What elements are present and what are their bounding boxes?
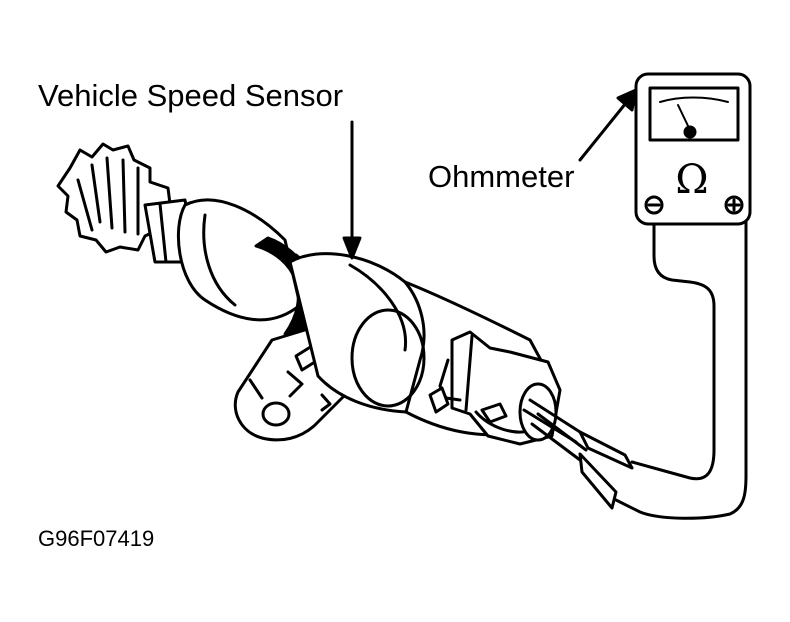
ohm-symbol: Ω [675,157,709,203]
ohmmeter-leader-arrow [578,88,638,162]
meter-leads [614,220,748,520]
test-probes [522,398,634,510]
sensor-leader-arrow [342,120,362,260]
sensor-body [176,198,302,322]
sensor-label: Vehicle Speed Sensor [38,78,344,113]
figure-code: G96F07419 [38,526,155,551]
mounting-hole [261,401,291,427]
ohmmeter-label: Ohmmeter [428,159,575,194]
ohmmeter [634,72,752,226]
